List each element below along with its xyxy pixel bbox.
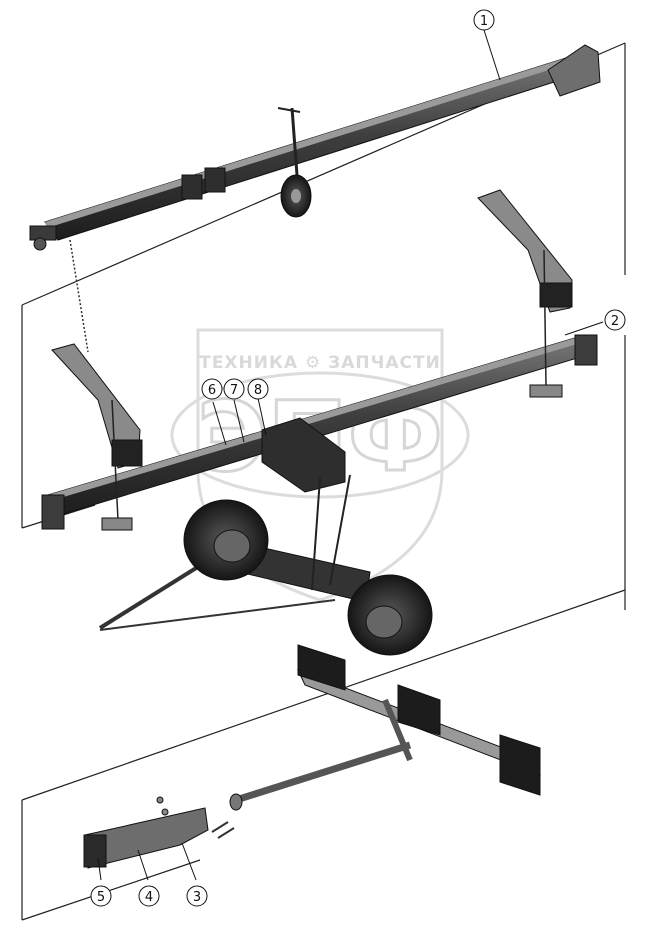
- callout-label: 4: [145, 890, 153, 905]
- callout-label: 8: [254, 383, 262, 398]
- callout-label: 5: [97, 890, 105, 905]
- callout-label: 3: [193, 890, 201, 905]
- callout-5: 5: [90, 885, 112, 907]
- upper-beam-assembly: [29, 44, 601, 353]
- callout-label: 7: [230, 383, 238, 398]
- callout-4: 4: [138, 885, 160, 907]
- leader-lines: [97, 29, 604, 881]
- watermark-caption: ТЕХНИКА ⚙ ЗАПЧАСТИ: [199, 353, 441, 373]
- callout-label: 1: [480, 14, 488, 29]
- callout-3: 3: [186, 885, 208, 907]
- transport-frame: [229, 644, 541, 811]
- wheel-axle-assembly: [98, 474, 433, 656]
- callout-1: 1: [473, 9, 495, 31]
- mounting-bracket: [83, 796, 235, 869]
- main-frame-assembly: [41, 189, 598, 531]
- callout-2: 2: [604, 309, 626, 331]
- callout-label: 6: [208, 383, 216, 398]
- callout-label: 2: [611, 314, 619, 329]
- callout-7: 7: [223, 378, 245, 400]
- callout-6: 6: [201, 378, 223, 400]
- callout-8: 8: [247, 378, 269, 400]
